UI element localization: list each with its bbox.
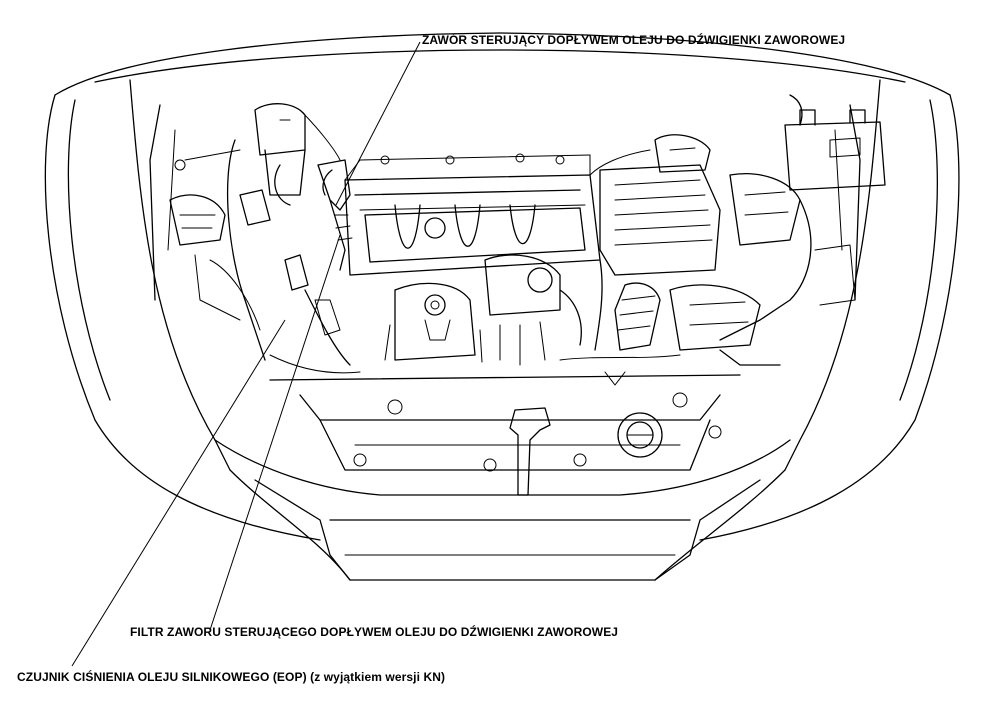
cylinder-head-cover [344, 153, 601, 276]
oil-control-valve-filter-label: FILTR ZAWORU STERUJĄCEGO DOPŁYWEM OLEJU … [130, 625, 619, 639]
radiator-support [269, 371, 741, 472]
intake-manifold [384, 254, 582, 366]
wiring-harness [269, 109, 681, 374]
oil-filler-cap [394, 282, 476, 361]
oil-control-valve [317, 159, 353, 271]
left-fender [129, 79, 231, 471]
radiator-cap [617, 412, 663, 458]
air-intake-duct [594, 259, 661, 351]
leader-lines [71, 41, 421, 667]
battery [784, 94, 886, 191]
left-engine-components [169, 139, 351, 366]
air-cleaner-box [599, 134, 721, 276]
leader-line-eop-sensor [71, 319, 286, 667]
brake-fluid-reservoir [254, 103, 306, 206]
eop-sensor-label: CZUJNIK CIŚNIENIA OLEJU SILNIKOWEGO (EOP… [17, 670, 446, 684]
hood-outline [44, 32, 960, 541]
hood-latch [509, 407, 551, 496]
right-fender [784, 79, 881, 471]
right-engine-components [669, 173, 856, 366]
leader-line-oil-control-valve-filter [209, 234, 341, 631]
front-bumper [214, 439, 791, 581]
oil-control-valve-label: ZAWÓR STERUJĄCY DOPŁYWEM OLEJU DO DŹWIGI… [422, 33, 846, 47]
leader-line-oil-control-valve [335, 41, 421, 206]
